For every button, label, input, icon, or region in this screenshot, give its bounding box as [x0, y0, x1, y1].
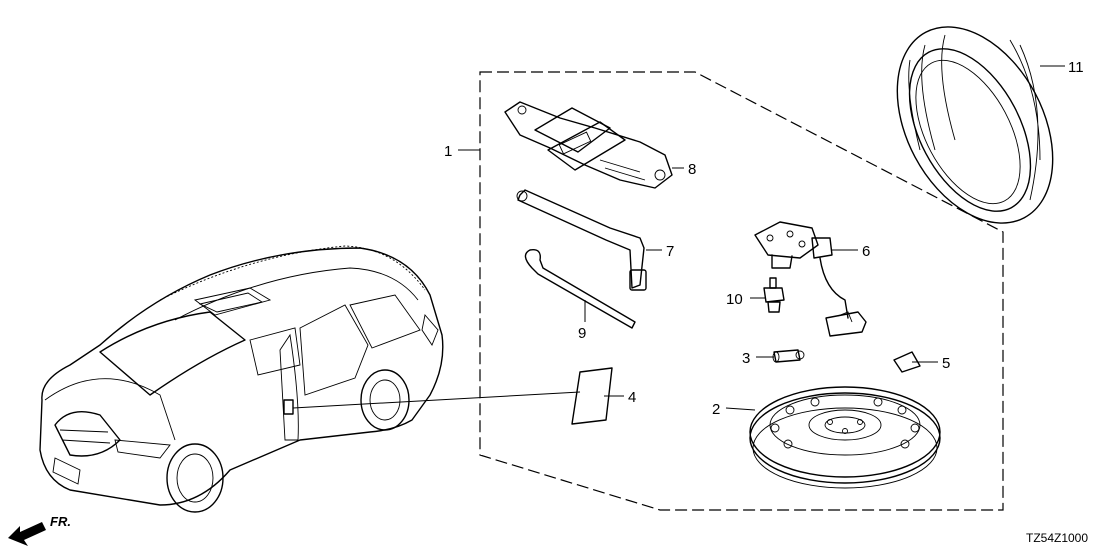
- diagram-code: TZ54Z1000: [1026, 531, 1088, 545]
- callout-3: 3: [742, 350, 750, 367]
- callout-5: 5: [942, 355, 950, 372]
- jack-handle-bar: [524, 249, 636, 329]
- leader-lines: [292, 65, 1065, 411]
- spare-wheel: [749, 386, 941, 489]
- callout-6: 6: [862, 243, 870, 260]
- callout-8: 8: [688, 161, 696, 178]
- direction-label: FR.: [50, 514, 71, 529]
- callout-9: 9: [578, 325, 586, 342]
- callout-1: 1: [444, 143, 452, 160]
- tire-label-card: [571, 367, 613, 425]
- tire: [896, 26, 1054, 224]
- jack: [504, 101, 673, 189]
- callout-4: 4: [628, 389, 636, 406]
- vehicle-illustration: [39, 245, 444, 513]
- callouts: 1 2 3 4 5 6 7 8 9 10 11: [444, 59, 1084, 418]
- callout-7: 7: [666, 243, 674, 260]
- callout-2: 2: [712, 401, 720, 418]
- callout-10: 10: [726, 291, 743, 308]
- front-direction-indicator: FR.: [8, 514, 71, 546]
- front-arrow-icon: [8, 522, 46, 546]
- kit-boundary: [479, 71, 1004, 511]
- caution-label: [893, 351, 921, 373]
- callout-11: 11: [1068, 59, 1084, 76]
- wheel-nut-wrench: [516, 189, 647, 291]
- bolt: [763, 277, 785, 313]
- spare-tire-bracket: [754, 221, 867, 337]
- valve-stem: [772, 349, 805, 363]
